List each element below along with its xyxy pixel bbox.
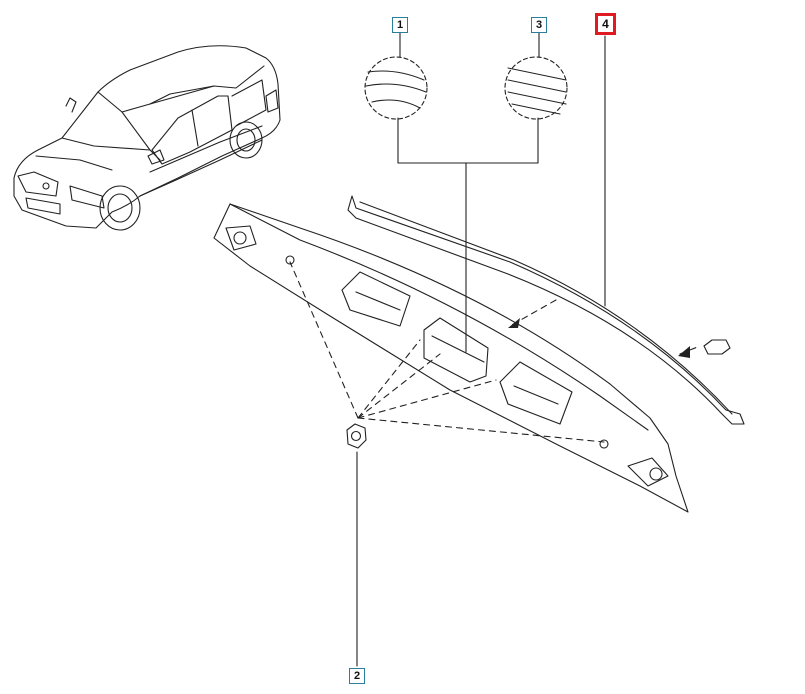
car-illustration: [13, 45, 281, 231]
clip-fastener: [346, 423, 367, 449]
detail-circle-3: [504, 56, 568, 120]
arrow-heads: [508, 318, 690, 358]
dashed-pointers: [289, 261, 701, 443]
leader-lines: [356, 32, 606, 667]
tailgate-panel: [213, 203, 689, 513]
arrow-to-label-icon: [703, 339, 731, 355]
detail-circle-1: [364, 56, 428, 120]
trim-strip: [347, 195, 745, 425]
callout-2[interactable]: 2: [349, 668, 365, 684]
callout-3[interactable]: 3: [531, 17, 547, 33]
callout-1[interactable]: 1: [392, 17, 408, 33]
callout-4-selected[interactable]: 4: [595, 13, 616, 35]
